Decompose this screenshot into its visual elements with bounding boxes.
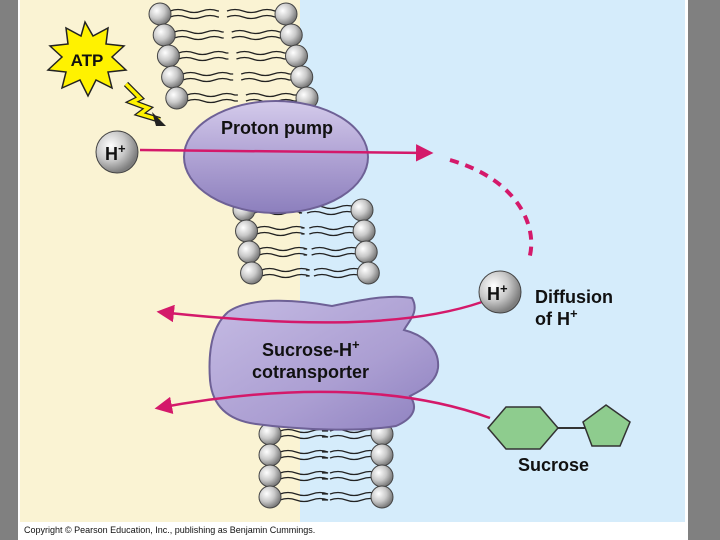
lipid-head — [165, 86, 189, 110]
proton-pump-protein — [183, 100, 369, 214]
lipid-head — [352, 219, 376, 243]
proton-pump-label: Proton pump — [221, 118, 333, 138]
lipid-tail-pair — [261, 267, 363, 279]
lipid-tail-pair — [178, 50, 287, 62]
lipid-tail-pair — [173, 29, 282, 41]
lipid-head — [279, 23, 303, 47]
lipid-head — [354, 240, 378, 264]
lipid-tail-pair — [182, 71, 292, 83]
atp-burst — [46, 20, 128, 98]
lipid-head — [285, 44, 308, 68]
lipid-head — [148, 2, 172, 26]
lipid-head — [356, 261, 380, 285]
membrane-heads — [148, 2, 394, 509]
lipid-tail-pair — [169, 8, 276, 20]
lipid-head — [274, 2, 298, 26]
lipid-head — [237, 240, 261, 264]
lipid-tail-pair — [258, 246, 360, 258]
proton-pump-arrow — [139, 144, 434, 162]
atp-energy-bolt-fill — [124, 82, 161, 122]
diffusion-label-line2: of H+ — [535, 306, 578, 329]
extracellular-region — [300, 0, 685, 522]
diffusion-label-line1: Diffusion — [535, 287, 613, 307]
sucrose-label: Sucrose — [518, 455, 589, 475]
h-ion-right — [478, 270, 522, 314]
atp-energy-bolt-tip — [152, 112, 166, 126]
lipid-head — [161, 65, 185, 89]
sucrose-cotransport-arrow — [154, 390, 491, 420]
lipid-head — [350, 198, 374, 222]
lipid-head — [258, 485, 282, 509]
lipid-tail-pair — [279, 491, 379, 503]
sucrose-fructose-ring — [582, 404, 631, 447]
proton-pump-arrow-dashed — [449, 158, 534, 263]
atp-label: ATP — [71, 51, 104, 70]
lipid-head — [235, 219, 259, 243]
lipid-head — [370, 464, 394, 488]
cotransporter-label-line2: cotransporter — [252, 362, 369, 382]
lipid-tail-pair — [256, 225, 358, 237]
membrane-tails — [169, 8, 379, 503]
cotransporter-label-line1: Sucrose-H+ — [262, 337, 360, 360]
lipid-head — [290, 65, 314, 89]
lipid-head — [152, 23, 176, 47]
lipid-head — [258, 464, 282, 488]
lipid-head — [258, 443, 282, 467]
h-ion-left-label: H+ — [105, 141, 126, 164]
lipid-head — [156, 44, 180, 68]
h-ion-right-label: H+ — [487, 281, 508, 304]
h-ion-left — [95, 130, 139, 174]
copyright-text: Copyright © Pearson Education, Inc., pub… — [24, 525, 315, 535]
lipid-head — [240, 261, 264, 285]
h-diffusion-arrow — [156, 300, 483, 324]
lipid-head — [370, 485, 394, 509]
lipid-head — [370, 443, 394, 467]
sucrose-cotransporter-protein — [208, 295, 440, 431]
